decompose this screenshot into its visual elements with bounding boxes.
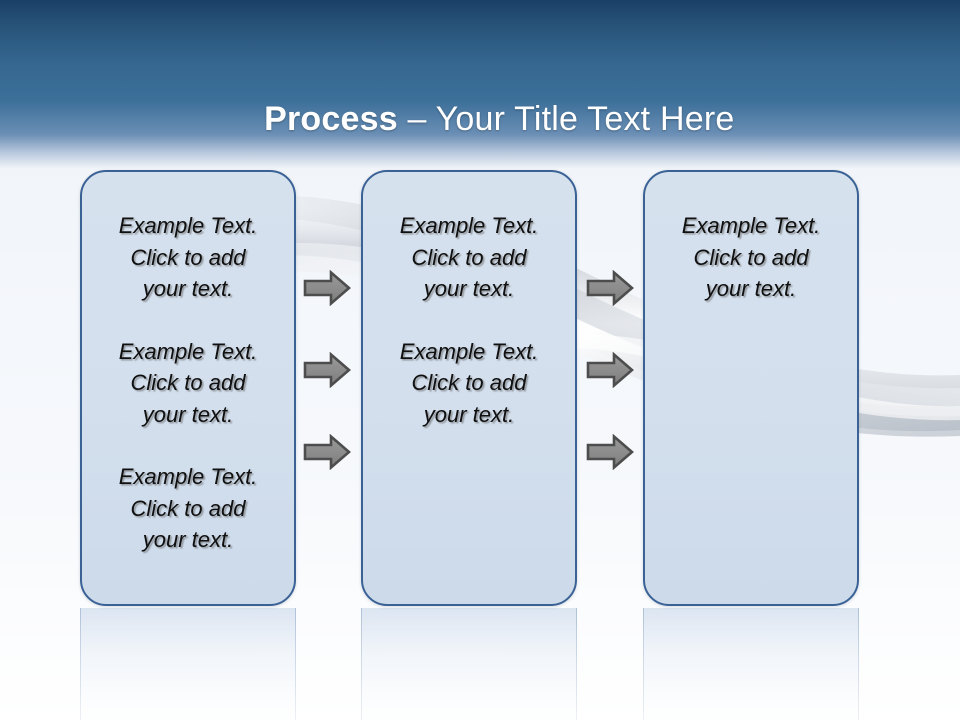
arrow-right-icon[interactable] [586,352,634,388]
box-reflection-3-inner [643,608,859,720]
title-banner [0,0,960,168]
process-box-1-text-2[interactable]: Example Text. Click to add your text. [118,338,258,427]
arrow-right-icon[interactable] [303,434,351,470]
arrow-right-icon[interactable] [303,270,351,306]
arrow-right-icon[interactable] [303,352,351,388]
box-reflection-1 [80,608,296,720]
process-box-2[interactable]: Example Text. Click to add your text. Ex… [361,170,577,606]
page-title-rest: – Your Title Text Here [397,100,735,138]
process-box-2-text-2[interactable]: Example Text. Click to add your text. [399,338,539,427]
process-box-1-text-1[interactable]: Example Text. Click to add your text. [118,213,258,301]
process-box-3[interactable]: Example Text. Click to add your text. [643,170,859,606]
process-box-1[interactable]: Example Text. Click to add your text. Ex… [80,170,296,606]
page-title: Process – Your Title Text Here [0,50,960,188]
arrow-right-icon[interactable] [586,434,634,470]
box-reflection-3 [643,608,859,720]
box-reflection-1-inner [80,608,296,720]
process-box-2-text-1[interactable]: Example Text. Click to add your text. [399,213,539,301]
box-reflection-2-inner [361,608,577,720]
page-title-strong: Process [264,100,398,138]
process-box-3-text-1[interactable]: Example Text. Click to add your text. [681,213,821,301]
arrow-right-icon[interactable] [586,270,634,306]
process-box-1-text-3[interactable]: Example Text. Click to add your text. [118,464,258,552]
box-reflection-2 [361,608,577,720]
